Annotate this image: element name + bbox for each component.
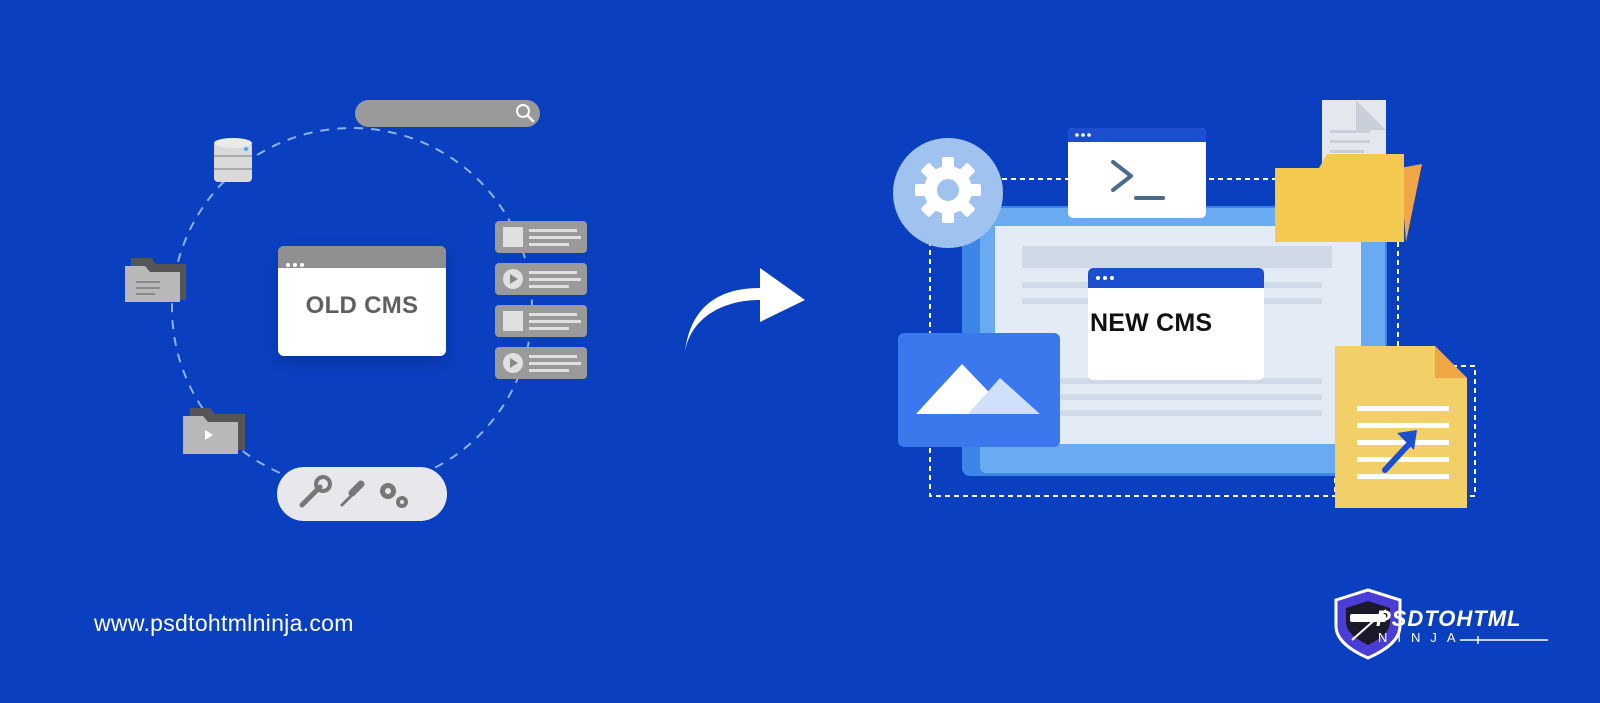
database-icon [214, 138, 252, 182]
website-url[interactable]: www.psdtohtmlninja.com [94, 610, 354, 636]
wrench-icon [299, 475, 332, 508]
search-icon [516, 104, 535, 123]
window-dots [286, 254, 307, 272]
terminal-prompt-icon [1111, 160, 1165, 200]
settings-gear-icon [893, 138, 1003, 248]
brand-sword-icon [1460, 636, 1548, 644]
content-list [495, 221, 587, 379]
list-item [495, 305, 587, 337]
brand-subtitle: NINJA [1378, 630, 1466, 645]
old-cms-window: OLD CMS [278, 246, 446, 356]
migration-arrow-icon [685, 268, 805, 352]
list-item [495, 221, 587, 253]
folder-video-icon [183, 408, 245, 454]
folder-document-icon [125, 258, 186, 302]
tools-pill [277, 467, 447, 521]
new-cms-window [1088, 268, 1264, 380]
old-cms-titlebar [278, 246, 446, 268]
brand-name: PSDTOHTML [1376, 606, 1522, 631]
list-item [495, 347, 587, 379]
brand-logo [1334, 588, 1402, 660]
gears-icon [380, 483, 408, 508]
search-bar [355, 100, 540, 127]
image-card [898, 333, 1060, 447]
terminal-window [1068, 128, 1206, 218]
mountain-image-icon [916, 364, 1040, 414]
folder-documents-icon [1275, 100, 1422, 242]
list-item [495, 263, 587, 295]
new-cms-label: NEW CMS [1090, 309, 1213, 337]
arrow-up-right-icon [1382, 430, 1417, 473]
screwdriver-icon [340, 480, 365, 507]
export-document-icon [1335, 346, 1467, 508]
old-cms-label: OLD CMS [305, 292, 419, 319]
